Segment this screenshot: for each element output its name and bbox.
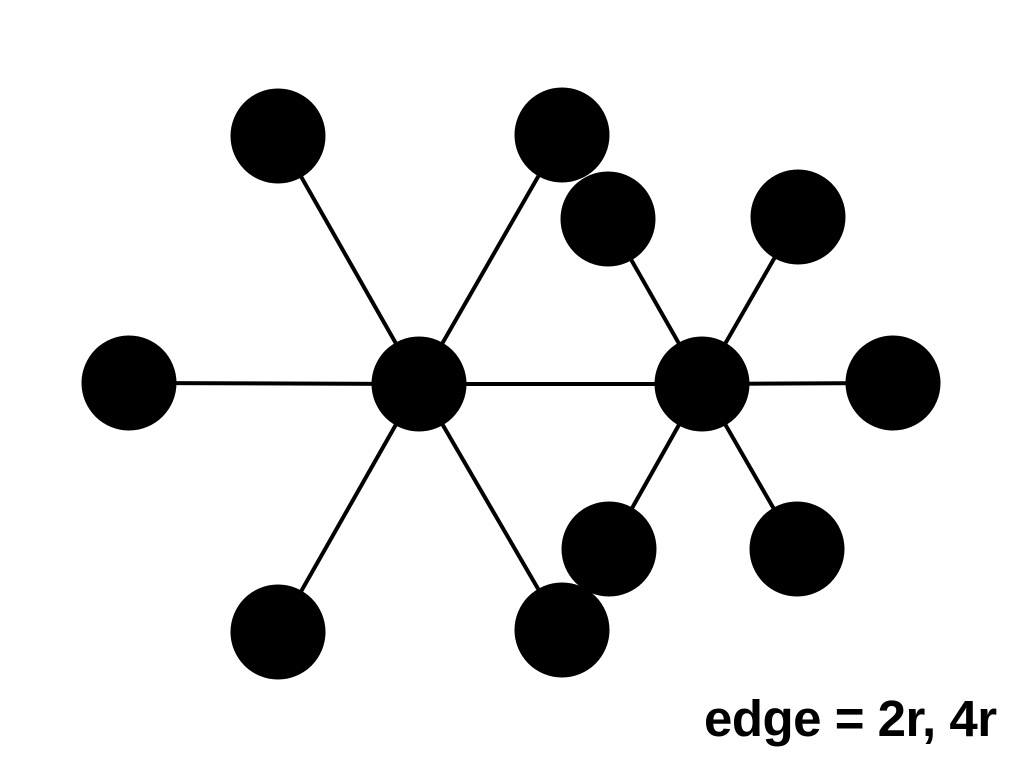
graph-edge-bottom-left--hub-left [276, 383, 421, 633]
graph-edge-far-left--hub-left [128, 381, 420, 386]
graph-node-far-right [845, 335, 941, 431]
graph-edge-top-left--hub-left [276, 135, 421, 385]
graph-node-right-upper-left [560, 171, 656, 267]
graph-node-right-lower-left [561, 501, 657, 597]
graph-edge-top-middle--hub-left [417, 134, 564, 385]
caption-label: edge = 2r, 4r [704, 690, 997, 747]
nodes-layer [81, 87, 941, 680]
graph-node-bottom-middle [514, 582, 610, 678]
graph-node-top-left [230, 88, 326, 184]
graph-node-right-lower-right [749, 501, 845, 597]
graph-node-bottom-left [230, 584, 326, 680]
graph-node-right-upper-right [750, 169, 846, 265]
graph-node-top-middle [514, 87, 610, 183]
graph-node-hub-right [654, 336, 750, 432]
graph-node-hub-left [371, 336, 467, 432]
graph-node-far-left [81, 335, 177, 431]
